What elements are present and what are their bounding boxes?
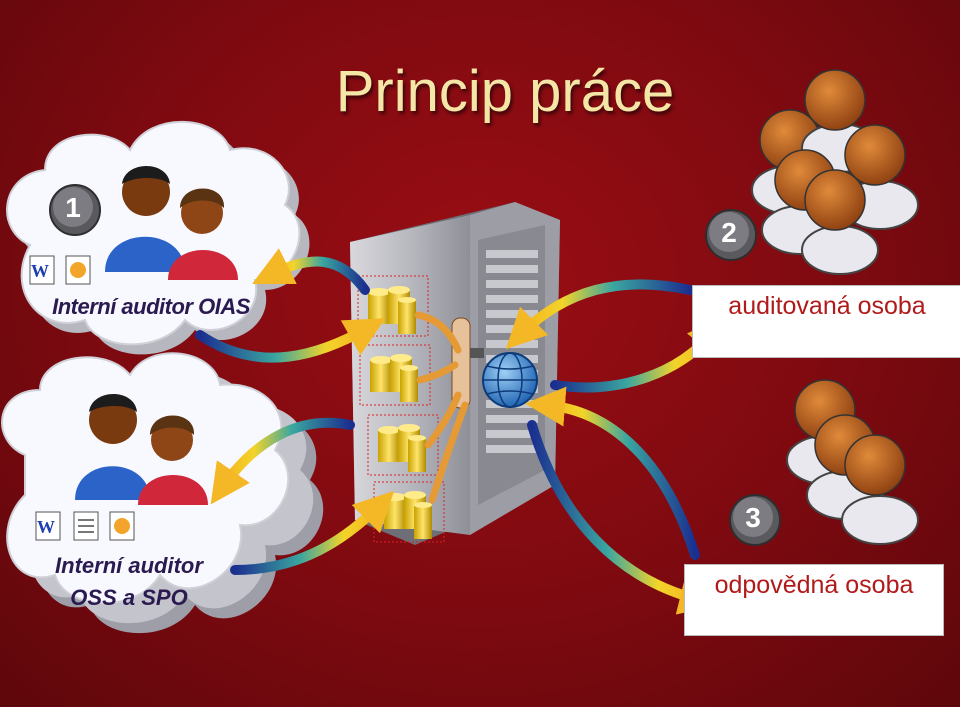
person-group-audited (751, 69, 919, 275)
page-title: Princip práce (335, 59, 675, 124)
arrow-server-to-oss (210, 417, 355, 505)
person-group-responsible (786, 379, 919, 545)
person-icon (105, 166, 185, 272)
arrow-oss-to-server (230, 490, 395, 575)
web-document-icon (65, 255, 91, 285)
role-box-audited: auditovaná osoba (692, 285, 960, 358)
role-box-responsible: odpovědná osoba (684, 564, 944, 636)
word-document-icon: W (35, 511, 61, 541)
badge-2 (705, 209, 757, 261)
flow-arrows (195, 248, 728, 615)
arrow-globe-to-responsible (527, 420, 720, 615)
arrow-globe-to-audited (550, 314, 728, 393)
label-internal-auditor-oss-line2: OSS a SPO (70, 585, 188, 610)
svg-text:W: W (31, 261, 49, 281)
person-icon (168, 188, 238, 280)
arrow-server-to-oias (252, 248, 370, 295)
arrow-audited-to-globe (505, 279, 695, 350)
database-frame (357, 275, 429, 337)
label-internal-auditor-oias: Interní auditor OIAS (52, 294, 250, 319)
arrow-responsible-to-globe (525, 386, 700, 560)
web-document-icon (109, 511, 135, 541)
database-frame (367, 414, 439, 476)
database-icon (368, 286, 416, 334)
word-document-icon: W (29, 255, 55, 285)
badge-3-number: 3 (745, 502, 761, 533)
person-icon (138, 415, 208, 505)
badge-1 (49, 184, 101, 236)
arrow-oias-to-server (195, 318, 386, 363)
badge-2-number: 2 (721, 217, 737, 248)
database-icon (370, 354, 418, 402)
label-audited-person: auditovaná osoba (728, 292, 926, 320)
badge-1-number: 1 (65, 192, 81, 223)
person-icon (75, 394, 150, 500)
label-responsible-person: odpovědná osoba (714, 571, 914, 599)
badge-3 (729, 494, 781, 546)
database-icon (378, 424, 426, 472)
svg-text:W: W (37, 517, 55, 537)
inner-arrows (414, 311, 469, 504)
database-group (357, 275, 445, 543)
label-internal-auditor-oss-line1: Interní auditor (55, 553, 203, 578)
text-document-icon (73, 511, 99, 541)
globe-icon (482, 352, 538, 408)
